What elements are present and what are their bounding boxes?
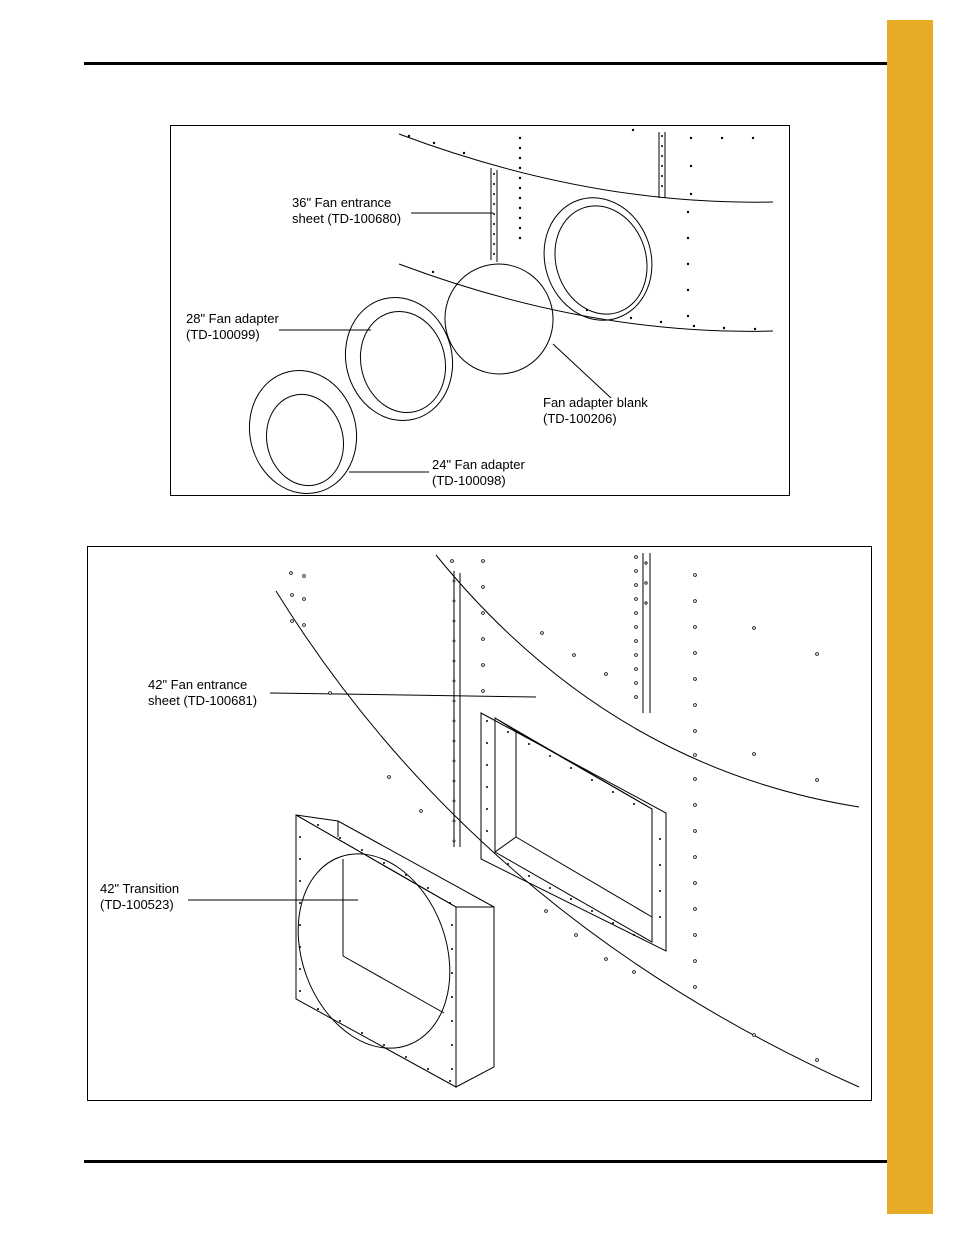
- header-rule: [84, 62, 927, 65]
- section-tab: [887, 20, 933, 1214]
- footer-rule: [84, 1160, 927, 1163]
- fan-entrance-42-drawing: [188, 553, 860, 1088]
- fan-entrance-36-drawing: [248, 128, 774, 495]
- callout-24-fan-adapter: 24" Fan adapter(TD-100098): [432, 457, 525, 488]
- callout-28-fan-adapter: 28" Fan adapter(TD-100099): [186, 311, 279, 342]
- callout-42-transition: 42" Transition(TD-100523): [100, 881, 180, 912]
- callout-fan-adapter-blank: Fan adapter blank(TD-100206): [543, 395, 648, 426]
